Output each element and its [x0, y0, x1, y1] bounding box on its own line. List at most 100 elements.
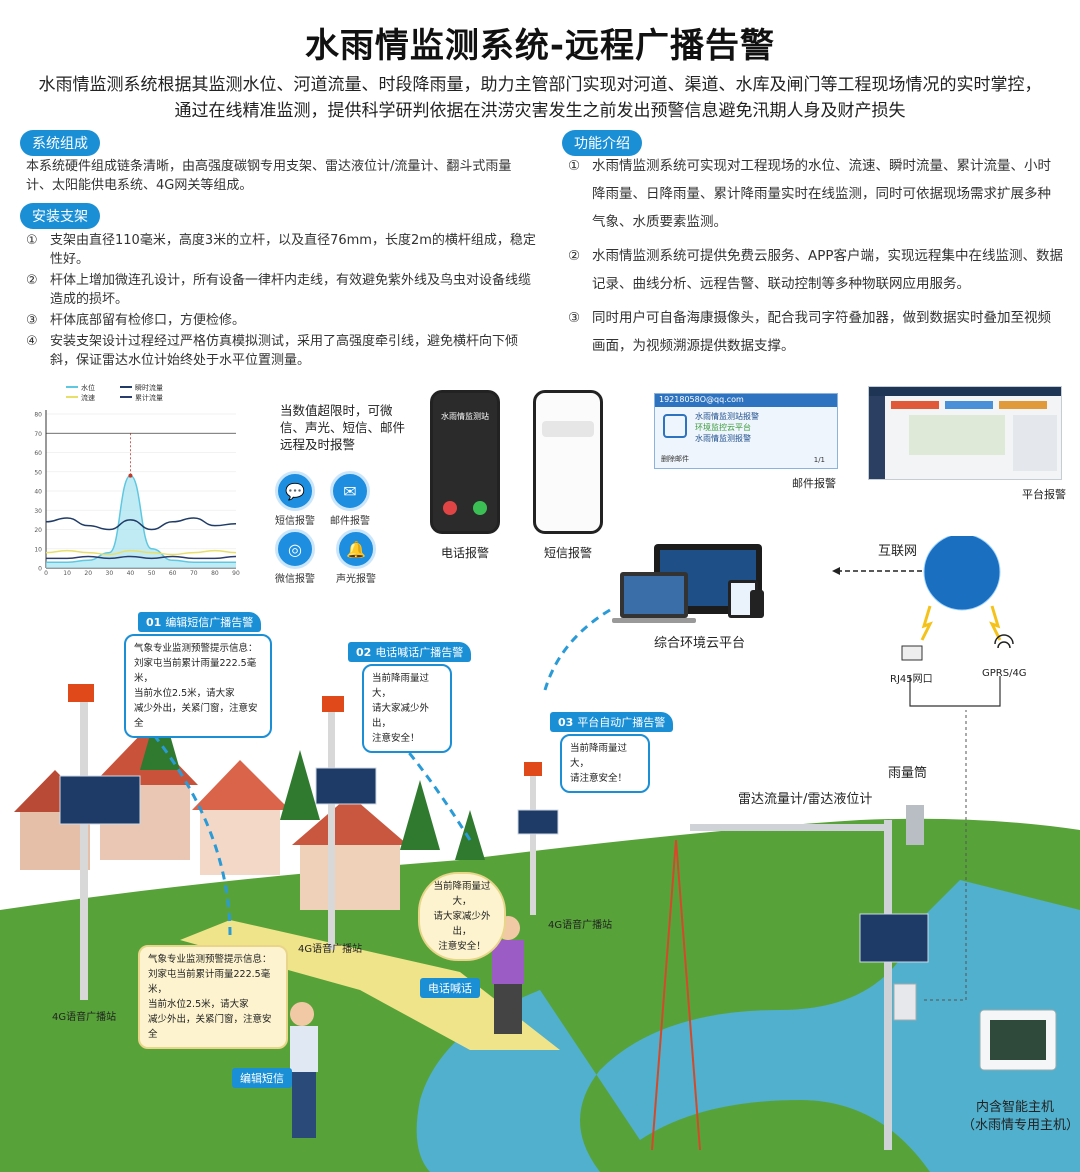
speaker-icon	[68, 684, 94, 702]
broadcast-pole	[328, 710, 335, 950]
globe-ring	[923, 536, 1001, 611]
x-tick-label: 20	[84, 570, 92, 576]
broadcast-pole	[80, 700, 88, 1000]
intro-line-1: 水雨情监测系统根据其监测水位、河道流量、时段降雨量，助力主管部门实现对河道、渠道…	[38, 75, 1042, 95]
mail-address: 19218058O@qq.com	[655, 394, 837, 407]
x-tick-label: 40	[127, 570, 135, 576]
call-screen-title: 水雨情监测站	[441, 412, 489, 421]
x-tick-label: 60	[169, 570, 177, 576]
call-action-badge: 电话喊话	[420, 978, 480, 998]
platform-tile	[999, 401, 1047, 409]
broadcast-signal-arc	[378, 718, 472, 841]
platform-screenshot	[868, 386, 1062, 480]
network-graphic	[612, 536, 1014, 707]
network-cable	[924, 710, 967, 1001]
rain-gauge-label: 雨量筒	[888, 766, 928, 781]
host-board	[990, 1020, 1046, 1060]
y-tick-label: 70	[34, 431, 42, 438]
mail-title: 水雨情监测站报警	[695, 412, 759, 421]
call-alarm-label: 电话报警	[440, 546, 489, 560]
speaker-icon	[524, 762, 542, 776]
crossbar	[690, 824, 890, 831]
bubble-call-broadcast: 当前降雨量过大， 请大家减少外出， 注意安全！	[362, 664, 452, 753]
platform-sidebar	[869, 396, 885, 479]
host-sublabel: （水雨情专用主机）	[962, 1118, 1080, 1133]
sms-message-preview	[542, 421, 594, 437]
mail-info: 水雨情监测报警	[695, 434, 751, 443]
internet-globe-icon	[924, 536, 1000, 610]
platform-tile	[945, 401, 993, 409]
y-tick-label: 40	[34, 489, 42, 496]
x-tick-label: 90	[232, 570, 240, 576]
x-tick-label: 50	[148, 570, 156, 576]
siren-icon: 🔔	[336, 529, 376, 569]
answer-icon	[473, 501, 487, 515]
mail-delete-link[interactable]: 删除邮件	[661, 455, 689, 463]
mail-icon: ✉	[330, 471, 370, 511]
internet-label: 互联网	[878, 544, 918, 559]
person-caller-legs	[494, 984, 522, 1034]
sms-action-badge: 编辑短信	[232, 1068, 292, 1088]
speaker-icon	[322, 696, 344, 712]
composition-heading: 系统组成	[20, 130, 100, 156]
sms-alarm-label: 短信报警	[275, 516, 315, 527]
y-tick-label: 30	[34, 508, 42, 515]
mail-app-icon	[663, 414, 687, 438]
station-label-3: 4G语音广播站	[548, 920, 613, 931]
series-line	[46, 474, 236, 563]
platform-alarm-caption: 平台报警	[1022, 488, 1066, 501]
y-tick-label: 10	[34, 546, 42, 553]
solar-panel	[315, 767, 377, 805]
x-tick-label: 30	[106, 570, 114, 576]
x-tick-label: 10	[63, 570, 71, 576]
gprs-label: GPRS/4G	[982, 668, 1027, 679]
intro-line-2: 通过在线精准监测，提供科学研判依据在洪涝灾害发生之前发出预警信息避免汛期人身及财…	[174, 101, 906, 121]
signal-icon	[994, 634, 1014, 649]
page-title: 水雨情监测系统-远程广播告警	[304, 26, 776, 66]
mail-alarm-window: 19218058O@qq.com 水雨情监测站报警 环境监控云平台 水雨情监测报…	[654, 393, 838, 469]
rj45-port-icon	[901, 645, 923, 661]
functions-heading: 功能介绍	[562, 130, 642, 156]
mail-alarm-label: 邮件报警	[330, 516, 370, 527]
bubble-sms-broadcast: 气象专业监测预警提示信息： 刘家屯当前累计雨量222.5毫米， 当前水位2.5米…	[124, 634, 272, 738]
platform-map	[909, 415, 1005, 455]
legend-label: 累计流量	[135, 393, 163, 402]
bubble-platform-broadcast: 当前降雨量过大， 请注意安全！	[560, 734, 650, 793]
alarm-description: 当数值超限时，可微信、声光、短信、邮件远程及时报警	[280, 403, 406, 452]
y-tick-label: 20	[34, 527, 42, 534]
series-area	[46, 475, 236, 568]
person-texter-legs	[292, 1072, 316, 1138]
legend-label: 水位	[81, 383, 95, 392]
radar-wave-beam	[651, 839, 701, 1151]
sms-phone	[533, 390, 603, 534]
host-label: 内含智能主机	[976, 1100, 1055, 1115]
mail-subtitle: 环境监控云平台	[695, 423, 751, 432]
series-line	[45, 555, 237, 560]
y-tick-label: 50	[34, 469, 42, 476]
lightning-icon	[920, 605, 933, 641]
sms-alarm-phone-label: 短信报警	[543, 546, 592, 560]
composition-text: 本系统硬件组成链条清晰，由高强度碳钢专用支架、雷达液位计/流量计、翻斗式雨量计、…	[26, 159, 512, 193]
y-tick-label: 60	[34, 450, 42, 457]
station-label-2: 4G语音广播站	[298, 944, 363, 955]
platform-topbar	[869, 387, 1061, 396]
monitoring-pole	[884, 820, 892, 1150]
station-label-1: 4G语音广播站	[52, 1012, 117, 1023]
laptop-screen	[624, 576, 684, 614]
platform-panel	[1013, 415, 1057, 471]
cloud-platform-label: 综合环境云平台	[654, 636, 746, 651]
phone-device	[750, 590, 764, 618]
rain-gauge	[906, 805, 924, 845]
control-box	[893, 983, 917, 1021]
platform-alert-tile	[891, 401, 939, 409]
